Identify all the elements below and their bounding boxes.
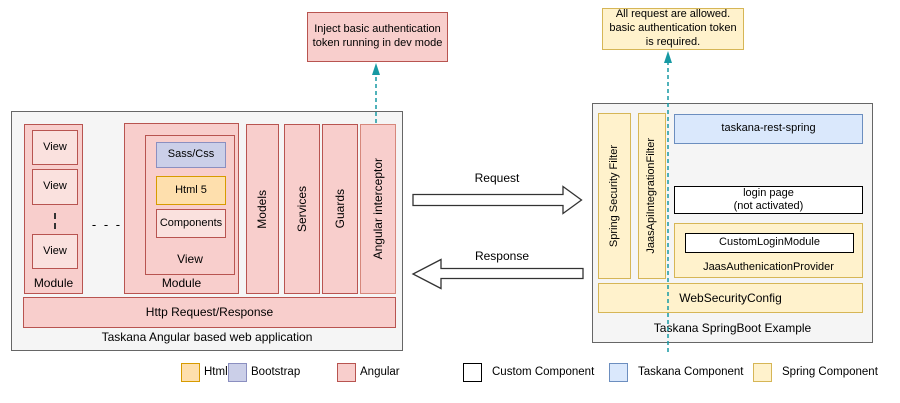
response-arrow	[411, 258, 584, 290]
angular-swatch	[337, 362, 356, 382]
angular-interceptor-label: Angular interceptor	[370, 158, 385, 260]
spring-security-filter: Spring Security Filter	[598, 113, 631, 279]
custom-component-swatch	[463, 362, 482, 382]
components-box: Components	[156, 209, 226, 238]
view-box: View	[32, 130, 78, 165]
legend-label-bootstrap: Bootstrap	[251, 366, 301, 378]
request-arrow	[412, 185, 583, 215]
legend-label-angular: Angular	[360, 366, 400, 378]
html5-box: Html 5	[156, 176, 226, 205]
login-page-box: login page (not activated)	[674, 186, 863, 214]
module-label: Module	[33, 276, 74, 290]
springboot-container: Spring Security Filter JaasApiIntegratio…	[592, 103, 873, 343]
springboot-title: Taskana SpringBoot Example	[653, 321, 812, 335]
vertical-ellipsis	[54, 213, 56, 229]
taskana-component-swatch	[609, 362, 628, 382]
guards-label: Guards	[332, 189, 347, 229]
angular-interceptor-column: Angular interceptor	[360, 124, 396, 294]
legend-item-taskana: Taskana Component	[609, 362, 743, 382]
login-page-line2: (not activated)	[733, 200, 804, 212]
note-all-requests-allowed: All request are allowed. basic authentic…	[602, 8, 744, 50]
web-security-config-box: WebSecurityConfig	[598, 283, 863, 313]
html5-swatch	[181, 362, 200, 382]
jaas-authentication-provider-box: CustomLoginModule JaasAuthenicationProvi…	[674, 223, 863, 278]
legend-item-angular: Angular	[337, 362, 400, 382]
http-request-response-bar: Http Request/Response	[23, 297, 396, 328]
login-page-line1: login page	[743, 186, 794, 199]
module-1: View View View Module	[24, 124, 83, 294]
legend-label-taskana: Taskana Component	[638, 366, 744, 378]
modules-ellipsis: - - -	[91, 217, 123, 232]
jaas-api-integration-filter-label: JaasApiIntegrationFilter	[645, 138, 658, 254]
spring-security-filter-label: Spring Security Filter	[607, 144, 620, 248]
angular-app-title: Taskana Angular based web application	[101, 330, 313, 344]
models-label: Models	[255, 189, 270, 229]
jaas-authentication-provider-label: JaasAuthenicationProvider	[703, 261, 834, 273]
response-label: Response	[474, 249, 530, 263]
jaas-api-integration-filter: JaasApiIntegrationFilter	[638, 113, 666, 279]
custom-login-module-box: CustomLoginModule	[685, 233, 854, 253]
taskana-rest-spring-box: taskana-rest-spring	[674, 114, 863, 144]
view-box: View	[32, 234, 78, 269]
models-column: Models	[246, 124, 279, 294]
legend-item-custom: Custom Component	[463, 362, 594, 382]
module-2: Sass/Css Html 5 Components View Module	[124, 123, 239, 294]
module-label: Module	[161, 276, 202, 290]
legend-item-bootstrap: Bootstrap	[228, 362, 300, 382]
bootstrap-swatch	[228, 362, 247, 382]
legend-label-custom: Custom Component	[492, 366, 595, 378]
view-container: Sass/Css Html 5 Components View	[145, 135, 235, 275]
legend-item-spring: Spring Component	[753, 362, 878, 382]
spring-component-swatch	[753, 362, 772, 382]
angular-app-container: View View View Module - - - Sass/Css Htm…	[11, 111, 403, 351]
sass-css-box: Sass/Css	[156, 142, 226, 168]
spring-note-arrowhead	[664, 51, 672, 63]
interceptor-note-arrowhead	[372, 63, 380, 75]
legend-label-spring: Spring Component	[782, 366, 878, 378]
services-label: Services	[294, 185, 309, 232]
note-inject-basic-auth: Inject basic authentication token runnin…	[307, 12, 448, 62]
guards-column: Guards	[322, 124, 358, 294]
request-label: Request	[474, 171, 520, 185]
view-box: View	[32, 169, 78, 205]
services-column: Services	[284, 124, 320, 294]
view-label: View	[177, 252, 203, 266]
